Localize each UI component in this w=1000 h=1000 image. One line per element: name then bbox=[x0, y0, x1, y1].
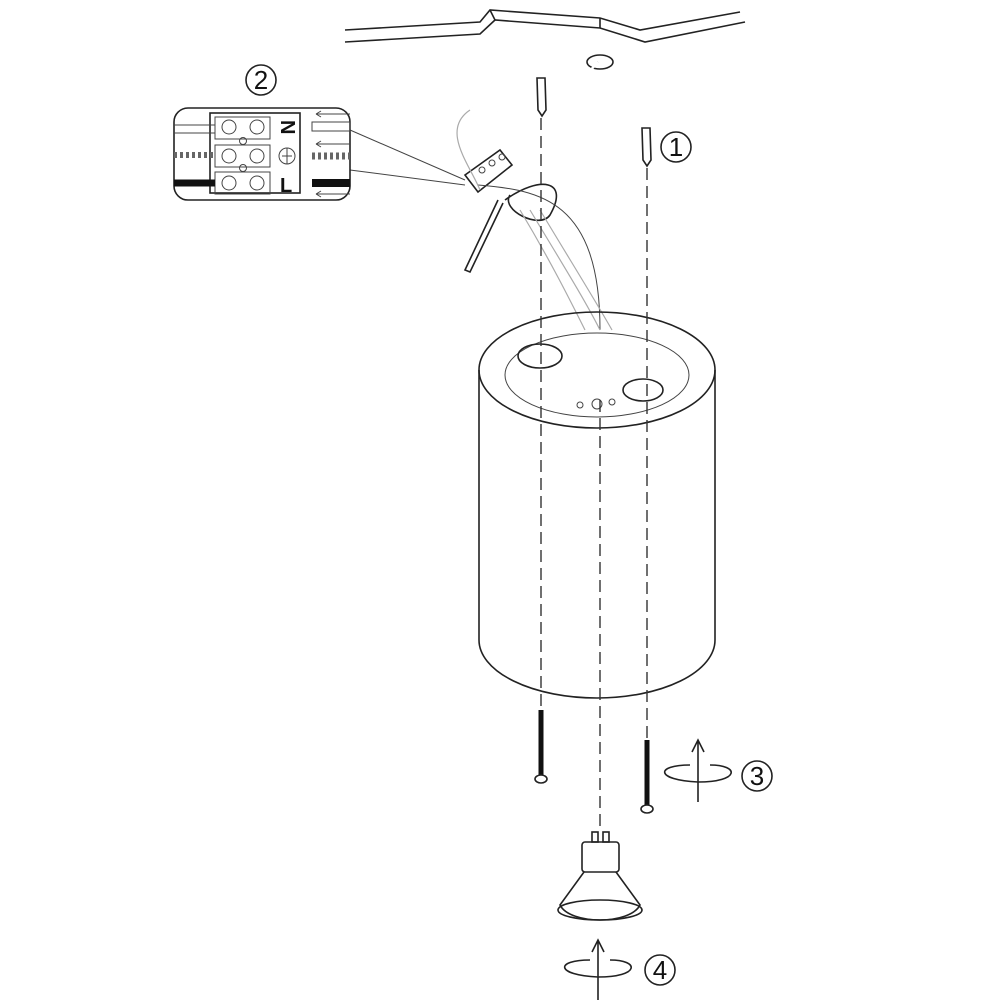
mains-cable bbox=[464, 54, 614, 166]
gu10-bulb bbox=[557, 831, 643, 921]
rotate-arrow-3 bbox=[663, 738, 732, 802]
wall-plug-right bbox=[641, 127, 652, 168]
svg-text:4: 4 bbox=[653, 955, 667, 985]
terminal-block bbox=[463, 148, 601, 331]
step-3: 3 bbox=[741, 760, 773, 792]
neutral-label: N bbox=[276, 120, 298, 134]
screw-right bbox=[640, 740, 654, 814]
screw-left bbox=[534, 710, 548, 784]
ceiling bbox=[344, 9, 746, 43]
svg-text:3: 3 bbox=[750, 761, 764, 791]
step-1: 1 bbox=[660, 131, 692, 163]
svg-text:2: 2 bbox=[254, 65, 268, 95]
lamp-housing bbox=[478, 311, 716, 699]
step-2: 2 bbox=[245, 64, 277, 96]
ghost-wires bbox=[456, 109, 613, 331]
live-label: L bbox=[280, 175, 292, 197]
rotate-arrow-4 bbox=[563, 938, 632, 1000]
wall-plug-left bbox=[536, 77, 547, 118]
wiring-detail: N L bbox=[173, 107, 466, 201]
svg-text:1: 1 bbox=[669, 132, 683, 162]
step-4: 4 bbox=[644, 954, 676, 986]
